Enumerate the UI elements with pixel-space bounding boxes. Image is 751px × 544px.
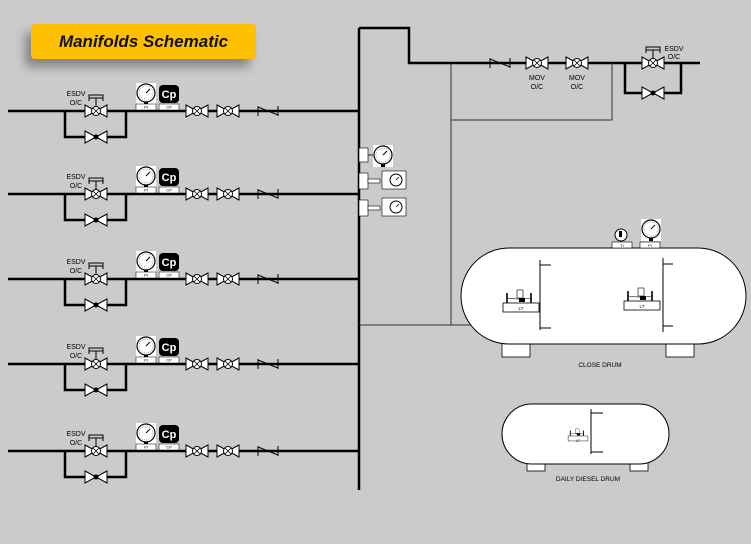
cp-label: Cp bbox=[162, 257, 177, 269]
pi-tag: PI bbox=[144, 445, 148, 450]
esdv-valve[interactable] bbox=[84, 187, 108, 201]
gate-valve-2[interactable] bbox=[216, 272, 240, 286]
esdv-label: ESDV bbox=[66, 174, 85, 181]
cp-indicator-icon bbox=[159, 168, 179, 186]
esdv-actuator-icon bbox=[88, 347, 104, 360]
gate-valve-2[interactable] bbox=[216, 444, 240, 458]
bypass-valve[interactable] bbox=[84, 298, 108, 312]
pressure-gauge-icon bbox=[135, 165, 157, 189]
cp-tag: CP bbox=[166, 273, 172, 278]
esdv-valve[interactable] bbox=[84, 272, 108, 286]
outlet-pipe bbox=[359, 26, 700, 65]
diesel-drum-lt-tag: LT bbox=[576, 439, 581, 443]
bypass-valve[interactable] bbox=[84, 130, 108, 144]
return-line bbox=[359, 63, 452, 326]
gate-valve-1[interactable] bbox=[185, 104, 209, 118]
cp-label: Cp bbox=[162, 172, 177, 184]
cp-tag: CP bbox=[166, 188, 172, 193]
diesel-drum-label: DAILY DIESEL DRUM bbox=[556, 476, 620, 483]
cp-indicator-icon bbox=[159, 338, 179, 356]
close-drum-label: CLOSE DRUM bbox=[578, 362, 621, 369]
esdv-actuator-icon bbox=[88, 434, 104, 447]
daily-diesel-drum: LT DAILY DIESEL DRUM bbox=[501, 403, 670, 483]
close-drum-ti-tag: TI bbox=[620, 243, 624, 248]
gate-valve-1[interactable] bbox=[185, 272, 209, 286]
close-drum-lt-1-tag: LT bbox=[519, 306, 524, 311]
cp-label: Cp bbox=[162, 429, 177, 441]
pi-tag: PI bbox=[144, 105, 148, 110]
outlet-esdv-state: O/C bbox=[668, 54, 680, 61]
esdv-state: O/C bbox=[70, 100, 82, 107]
title-banner: Manifolds Schematic bbox=[31, 24, 256, 59]
close-drum: LT LT TI PI CLOSE DRUM bbox=[460, 218, 747, 369]
esdv-actuator-icon bbox=[88, 262, 104, 275]
mov-1-valve[interactable] bbox=[525, 56, 549, 70]
pi-tag: PI bbox=[144, 273, 148, 278]
esdv-state: O/C bbox=[70, 353, 82, 360]
outlet-bypass-valve[interactable] bbox=[641, 86, 665, 100]
gate-valve-1[interactable] bbox=[185, 444, 209, 458]
gate-valve-2[interactable] bbox=[216, 357, 240, 371]
bypass-valve[interactable] bbox=[84, 470, 108, 484]
esdv-state: O/C bbox=[70, 183, 82, 190]
close-drum-vessel bbox=[460, 247, 747, 345]
esdv-actuator-icon bbox=[88, 177, 104, 190]
diesel-drum-vessel bbox=[501, 403, 670, 465]
page-title: Manifolds Schematic bbox=[58, 31, 229, 51]
esdv-actuator-icon bbox=[88, 94, 104, 107]
pi-tag: PI bbox=[144, 358, 148, 363]
header-instrument-pi bbox=[358, 144, 394, 168]
cp-tag: CP bbox=[166, 358, 172, 363]
pi-tag: PI bbox=[144, 188, 148, 193]
outlet-esdv-valve[interactable] bbox=[641, 56, 665, 70]
mov-2-label: MOV bbox=[569, 75, 585, 82]
header-instrument-pit-1 bbox=[358, 170, 407, 190]
cp-tag: CP bbox=[166, 445, 172, 450]
mov-2-state: O/C bbox=[571, 84, 583, 91]
pressure-gauge-icon bbox=[135, 422, 157, 446]
esdv-label: ESDV bbox=[66, 91, 85, 98]
pressure-gauge-icon bbox=[135, 335, 157, 359]
outlet-esdv-label: ESDV bbox=[664, 46, 683, 53]
cp-indicator-icon bbox=[159, 425, 179, 443]
bypass-valve[interactable] bbox=[84, 213, 108, 227]
outlet-esdv-actuator-icon bbox=[645, 46, 661, 59]
close-drum-lt-2-tag: LT bbox=[640, 304, 645, 309]
drum-feed-line bbox=[451, 63, 613, 121]
header-instrument-pit-2 bbox=[358, 197, 407, 217]
cp-label: Cp bbox=[162, 342, 177, 354]
esdv-valve[interactable] bbox=[84, 104, 108, 118]
cp-indicator-icon bbox=[159, 85, 179, 103]
esdv-label: ESDV bbox=[66, 259, 85, 266]
mov-2-valve[interactable] bbox=[565, 56, 589, 70]
esdv-label: ESDV bbox=[66, 431, 85, 438]
esdv-valve[interactable] bbox=[84, 444, 108, 458]
mov-1-label: MOV bbox=[529, 75, 545, 82]
mov-1-state: O/C bbox=[531, 84, 543, 91]
close-drum-pressure-gauge-icon bbox=[640, 218, 662, 242]
esdv-state: O/C bbox=[70, 268, 82, 275]
esdv-state: O/C bbox=[70, 440, 82, 447]
esdv-label: ESDV bbox=[66, 344, 85, 351]
gate-valve-1[interactable] bbox=[185, 187, 209, 201]
close-drum-pi-tag: PI bbox=[648, 243, 652, 248]
pressure-gauge-icon bbox=[135, 82, 157, 106]
bypass-valve[interactable] bbox=[84, 383, 108, 397]
gate-valve-2[interactable] bbox=[216, 187, 240, 201]
gate-valve-1[interactable] bbox=[185, 357, 209, 371]
header-pressure-gauge-icon bbox=[372, 144, 394, 168]
pressure-gauge-icon bbox=[135, 250, 157, 274]
esdv-valve[interactable] bbox=[84, 357, 108, 371]
gate-valve-2[interactable] bbox=[216, 104, 240, 118]
cp-tag: CP bbox=[166, 105, 172, 110]
cp-label: Cp bbox=[162, 89, 177, 101]
cp-indicator-icon bbox=[159, 253, 179, 271]
